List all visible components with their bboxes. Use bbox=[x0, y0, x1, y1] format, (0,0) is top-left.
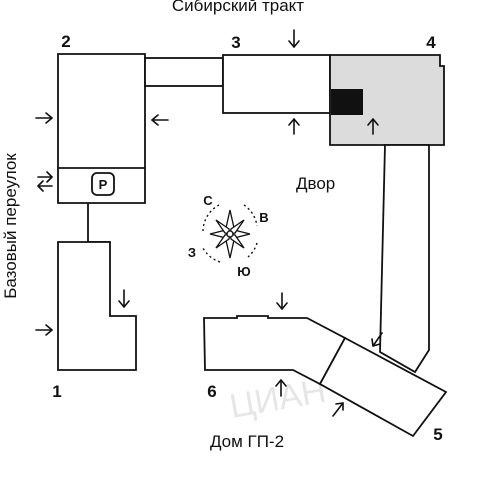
entrance-5-label: 5 bbox=[433, 425, 442, 444]
arrow-left-lower-icon bbox=[35, 324, 53, 336]
arrow-left-upper-icon bbox=[35, 112, 53, 124]
street-top-label: Сибирский тракт bbox=[172, 0, 304, 15]
arrow-top-icon bbox=[288, 29, 300, 48]
arrow-section-6-top-icon bbox=[276, 292, 288, 310]
arrow-section-5-upper-icon bbox=[371, 332, 383, 347]
entrance-4-label: 4 bbox=[426, 33, 436, 52]
compass-east-label: В bbox=[259, 210, 268, 225]
building-top-connector bbox=[144, 57, 224, 87]
building-section-5 bbox=[318, 336, 448, 438]
parking-icon bbox=[91, 172, 115, 196]
entrance-6-label: 6 bbox=[207, 382, 216, 401]
arrow-section-1-icon bbox=[118, 289, 130, 308]
building-connector bbox=[87, 203, 110, 243]
building-right-connector bbox=[379, 144, 430, 374]
arrow-section-6-bottom-icon bbox=[275, 379, 287, 397]
parking-badge: P bbox=[91, 172, 115, 196]
building-section-2 bbox=[57, 53, 146, 204]
building-section-4 bbox=[329, 54, 445, 146]
compass-north-label: С bbox=[203, 193, 213, 208]
entrance-3-label: 3 bbox=[231, 33, 240, 52]
arrow-section-2-icon bbox=[151, 114, 169, 126]
building-left bbox=[57, 53, 146, 371]
building-section-6 bbox=[203, 315, 347, 386]
compass-south-label: Ю bbox=[237, 264, 250, 279]
arrow-section-5-lower-icon bbox=[332, 402, 344, 417]
arrow-left-double-icon bbox=[37, 171, 53, 192]
courtyard-label: Двор bbox=[296, 174, 335, 193]
arrow-section-4-icon bbox=[367, 118, 379, 135]
compass-west-label: З bbox=[188, 245, 196, 260]
street-bottom-label: Дом ГП-2 bbox=[210, 432, 284, 451]
entrance-1-label: 1 bbox=[52, 382, 61, 401]
street-left-label: Базовый переулок bbox=[1, 153, 20, 299]
selected-apartment-block bbox=[331, 89, 363, 115]
compass-rose: С В Ю З bbox=[188, 193, 269, 279]
compass-star-icon bbox=[209, 209, 251, 259]
building-section-3 bbox=[222, 54, 331, 114]
building-section-1 bbox=[57, 241, 137, 371]
arrow-section-3-icon bbox=[288, 118, 300, 135]
parking-label: P bbox=[99, 177, 108, 192]
entrance-arrows bbox=[35, 29, 383, 417]
entrance-2-label: 2 bbox=[61, 32, 70, 51]
